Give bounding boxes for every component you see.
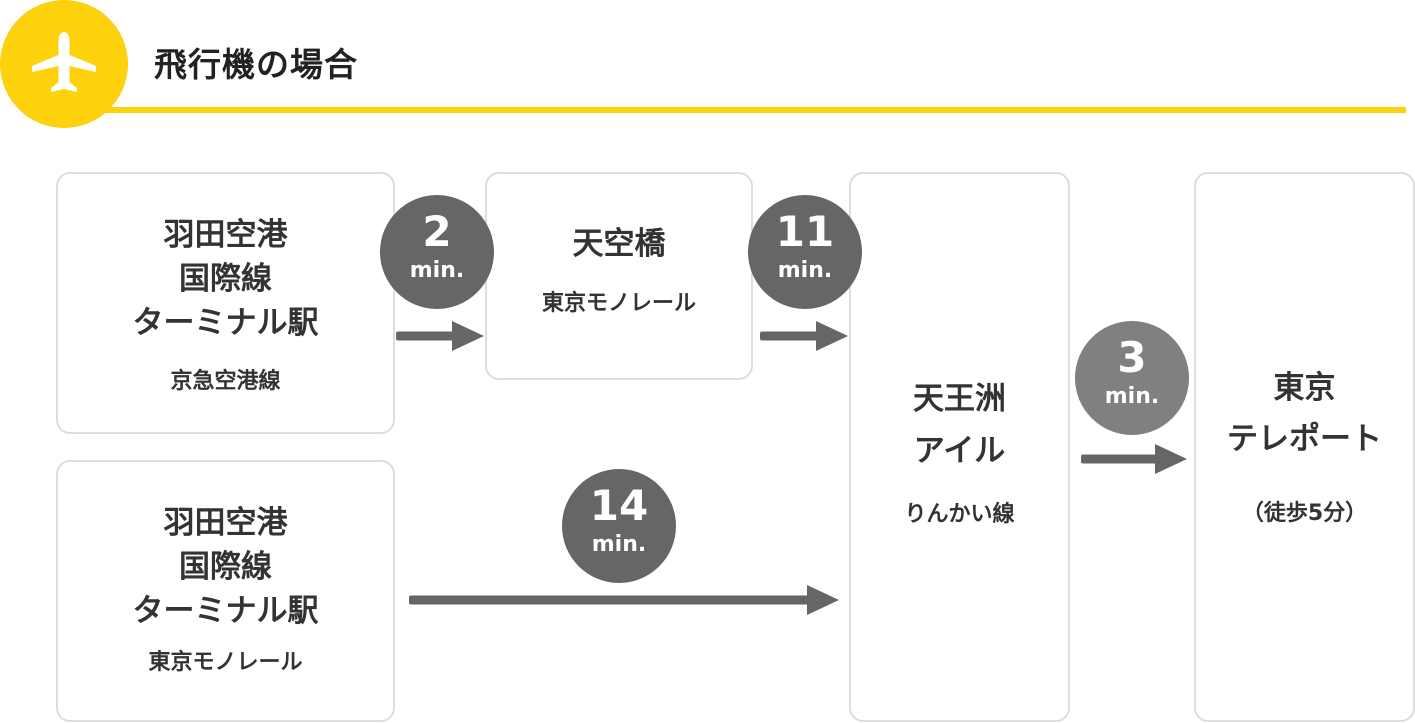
station-name: 天空橋 <box>572 226 666 262</box>
duration-unit: min. <box>591 532 647 557</box>
line-name: 京急空港線 <box>170 369 281 394</box>
line-name: りんかい線 <box>904 502 1015 527</box>
station-box-tenkubashi: 天空橋 東京モノレール <box>485 172 753 380</box>
station-name-line: 羽田空港 <box>163 217 288 253</box>
station-name-line: テレポート <box>1227 421 1382 457</box>
header-underline <box>100 107 1406 113</box>
duration-badge: 2 min. <box>380 195 494 309</box>
station-box-haneda-keikyu: 羽田空港 国際線 ターミナル駅 京急空港線 <box>56 172 395 434</box>
station-name-line: 国際線 <box>179 549 272 585</box>
duration-unit: min. <box>1104 384 1160 409</box>
header-icon-circle <box>0 0 128 128</box>
station-name-line: 国際線 <box>179 261 272 297</box>
duration-unit: min. <box>409 258 465 283</box>
arrow-right-icon <box>409 585 839 615</box>
station-box-haneda-monorail: 羽田空港 国際線 ターミナル駅 東京モノレール <box>56 460 395 722</box>
station-name-line: 天王洲 <box>913 381 1006 417</box>
duration-badge: 11 min. <box>748 195 862 309</box>
duration-value: 11 <box>775 207 835 256</box>
airplane-icon <box>32 32 96 92</box>
arrow-right-icon <box>1081 444 1187 474</box>
arrow-right-icon <box>396 321 484 351</box>
walking-note: （徒歩5分） <box>1241 501 1368 526</box>
duration-badge: 3 min. <box>1075 321 1189 435</box>
duration-unit: min. <box>777 258 833 283</box>
line-name: 東京モノレール <box>541 291 696 316</box>
duration-value: 14 <box>589 481 649 530</box>
station-box-tennozu-isle: 天王洲 アイル りんかい線 <box>849 172 1070 722</box>
duration-value: 3 <box>1117 333 1147 382</box>
duration-badge: 14 min. <box>562 469 676 583</box>
station-name-line: 羽田空港 <box>163 505 288 541</box>
station-name-line: アイル <box>913 433 1006 469</box>
station-name-line: ターミナル駅 <box>132 593 319 629</box>
station-name-line: ターミナル駅 <box>132 305 319 341</box>
page-title: 飛行機の場合 <box>154 45 358 84</box>
station-name-line: 東京 <box>1273 370 1336 406</box>
station-box-tokyo-teleport: 東京 テレポート （徒歩5分） <box>1194 172 1415 722</box>
duration-value: 2 <box>422 207 452 256</box>
line-name: 東京モノレール <box>148 650 303 675</box>
arrow-right-icon <box>760 321 848 351</box>
